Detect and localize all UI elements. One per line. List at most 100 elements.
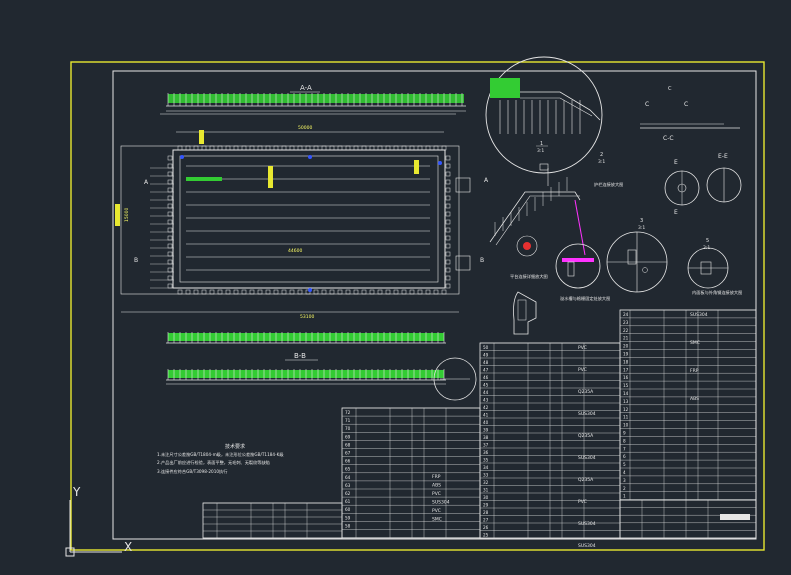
bom-table-middle: PVCPVCQ235ASUS304Q235ASUS304Q235APVCSUS3… — [479, 342, 621, 549]
bom-cell: ABS — [432, 483, 441, 489]
bom-item-number: 27 — [483, 518, 489, 523]
detail-circle-3: 3 3:1 — [606, 218, 668, 293]
bom-cell: Q235A — [578, 433, 594, 439]
post — [445, 275, 451, 281]
section-aa-post-ticks — [167, 93, 463, 106]
post — [185, 145, 191, 151]
bom-item-number: 39 — [483, 428, 489, 433]
bom-item-number: 62 — [345, 491, 351, 496]
bom-cell: PVC — [432, 508, 441, 514]
post — [177, 145, 183, 151]
section-cc-label: C-C — [663, 135, 674, 142]
bom-cell: PVC — [578, 345, 587, 351]
bom-cell: PVC — [432, 491, 441, 497]
post — [385, 145, 391, 151]
plan-perimeter-posts — [167, 145, 451, 295]
post — [369, 289, 375, 295]
bom-table-left: FRPABSPVCSUS304PVCSMC7271706968676665646… — [202, 407, 481, 539]
post — [409, 145, 415, 151]
svg-text:A: A — [144, 179, 149, 186]
post — [377, 289, 383, 295]
bom-item-number: 7 — [623, 446, 626, 451]
detail-caption-4: 护栏连接放大图 — [594, 181, 623, 188]
svg-text:E: E — [674, 209, 678, 216]
bom-item-number: 14 — [623, 391, 629, 396]
post — [345, 145, 351, 151]
post — [361, 289, 367, 295]
bom-cell: SUS304 — [578, 543, 596, 549]
bom-item-number: 17 — [623, 367, 629, 372]
bom-item-number: 8 — [623, 438, 626, 443]
section-ee-label: E-E — [718, 153, 728, 160]
post — [217, 289, 223, 295]
bom-item-number: 69 — [345, 434, 351, 439]
svg-text:C: C — [645, 101, 649, 108]
bom-item-number: 34 — [483, 465, 489, 470]
post — [445, 187, 451, 193]
bom-item-number: 42 — [483, 405, 489, 410]
plan-overall-dim: 53100 — [300, 314, 314, 320]
detail-1-scale: 3:1 — [537, 148, 544, 154]
bom-item-number: 48 — [483, 360, 489, 365]
detail-1-number: 1 — [540, 141, 543, 147]
bom-item-number: 60 — [345, 507, 351, 512]
paper-boundary — [70, 61, 765, 551]
ucs-icon: Y X — [65, 485, 132, 557]
post — [289, 145, 295, 151]
post — [445, 179, 451, 185]
post — [377, 145, 383, 151]
detail-caption-1: 平台连接详细放大图 — [510, 273, 548, 280]
bom-item-number: 22 — [623, 328, 629, 333]
post — [257, 289, 263, 295]
section-bb-post-ticks-upper — [167, 332, 445, 343]
post — [445, 251, 451, 257]
post — [329, 289, 335, 295]
section-aa-label: A-A — [300, 84, 312, 92]
bom-item-number: 38 — [483, 435, 489, 440]
bom-item-number: 11 — [623, 415, 629, 420]
bom-item-number: 12 — [623, 407, 629, 412]
post — [445, 243, 451, 249]
post — [281, 289, 287, 295]
drawing-border — [112, 70, 757, 540]
bom-item-number: 1 — [623, 494, 626, 499]
bom-item-number: 70 — [345, 426, 351, 431]
ucs-y-label: Y — [72, 485, 81, 499]
post — [445, 219, 451, 225]
bom-item-number: 44 — [483, 390, 489, 395]
post — [193, 289, 199, 295]
bom-table-right: SUS304SMCFRPABS2423222120191817161514131… — [619, 309, 757, 501]
detail-3-scale: 3:1 — [638, 225, 645, 231]
stair-detail-circle: 1 3:1 — [485, 56, 603, 174]
post — [409, 289, 415, 295]
post — [445, 155, 451, 161]
post — [167, 171, 173, 177]
post — [167, 187, 173, 193]
section-marker-b-right: B — [480, 257, 484, 264]
bom-item-number: 46 — [483, 375, 489, 380]
post — [445, 171, 451, 177]
detail-circle-5: 5 3:1 — [687, 238, 729, 289]
post — [337, 145, 343, 151]
post — [321, 289, 327, 295]
post — [425, 289, 431, 295]
bom-cell: FRP — [690, 368, 699, 374]
section-ee-view: E-E E E — [664, 153, 742, 216]
post — [401, 145, 407, 151]
post — [297, 145, 303, 151]
bom-item-number: 4 — [623, 470, 626, 475]
bom-cell: SUS304 — [578, 455, 596, 461]
svg-text:B: B — [134, 257, 138, 264]
stair-detail-bars — [499, 100, 581, 134]
technical-notes: 技术要求 1.未注尺寸公差按GB/T1804-m级，未注形位公差按GB/T118… — [157, 443, 284, 475]
post — [225, 145, 231, 151]
post — [281, 145, 287, 151]
post — [185, 289, 191, 295]
post — [445, 195, 451, 201]
detail-caption-3: 内面板与外角钢连接放大图 — [692, 289, 742, 296]
bom-item-number: 19 — [623, 352, 629, 357]
bom-cell: FRP — [432, 474, 441, 480]
bom-item-number: 30 — [483, 495, 489, 500]
